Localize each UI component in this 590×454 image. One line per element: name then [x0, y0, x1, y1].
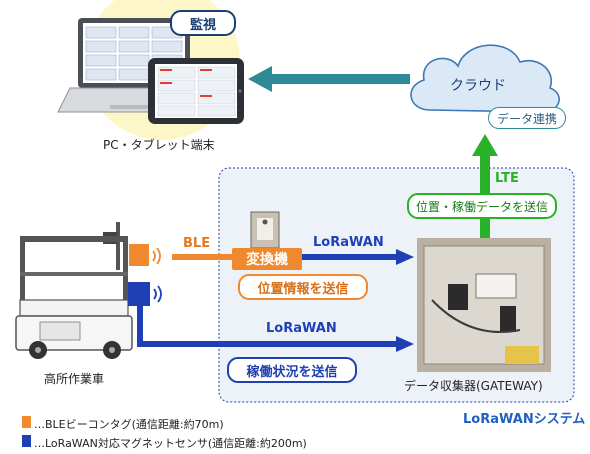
cloud-to-pc-arrow	[248, 66, 410, 92]
monitor-label: 監視	[189, 17, 216, 33]
lorawan-system-label: LoRaWANシステム	[463, 412, 586, 427]
data-link-badge: データ連携	[488, 107, 566, 129]
legend-swatch-lorawan	[22, 435, 31, 447]
ble-beacon-tag	[129, 244, 149, 266]
send-position-label: 位置情報を送信	[257, 281, 349, 297]
converter-to-gateway-arrow	[300, 249, 414, 265]
converter-box: 変換機	[232, 248, 302, 270]
lorawan-top-label: LoRaWAN	[313, 235, 384, 250]
gateway-photo	[417, 238, 551, 372]
cloud-label: クラウド	[450, 78, 506, 94]
send-status-label: 稼働状況を送信	[246, 364, 338, 380]
data-link-label: データ連携	[496, 111, 557, 126]
ble-label: BLE	[183, 236, 211, 251]
legend-swatch-ble	[22, 416, 31, 428]
converter-device-icon	[250, 211, 280, 249]
lift-vehicle-label: 高所作業車	[44, 372, 105, 386]
send-position-badge: 位置情報を送信	[238, 274, 368, 300]
tablet-icon	[148, 58, 244, 124]
ble-link-line	[172, 254, 234, 260]
converter-label: 変換機	[246, 252, 288, 268]
lorawan-signal-icon	[153, 285, 162, 303]
legend-ble-text: …BLEビーコンタグ(通信距離:約70m)	[34, 418, 224, 431]
lte-label: LTE	[495, 171, 519, 186]
lift-vehicle-icon	[15, 222, 133, 359]
send-position-status-badge: 位置・稼働データを送信	[407, 193, 557, 219]
cloud-icon	[410, 44, 560, 113]
pc-tablet-label: PC・タブレット端末	[103, 138, 215, 152]
send-status-badge: 稼働状況を送信	[227, 357, 357, 383]
legend-lorawan-text: …LoRaWAN対応マグネットセンサ(通信距離:約200m)	[34, 437, 307, 450]
magnet-sensor	[128, 282, 150, 306]
lorawan-bottom-label: LoRaWAN	[266, 321, 337, 336]
send-position-status-label: 位置・稼働データを送信	[415, 199, 548, 214]
sensor-to-gateway-arrow	[137, 306, 414, 352]
gateway-label: データ収集器(GATEWAY)	[404, 379, 543, 393]
ble-signal-icon	[152, 247, 161, 265]
monitor-badge: 監視	[170, 10, 236, 36]
